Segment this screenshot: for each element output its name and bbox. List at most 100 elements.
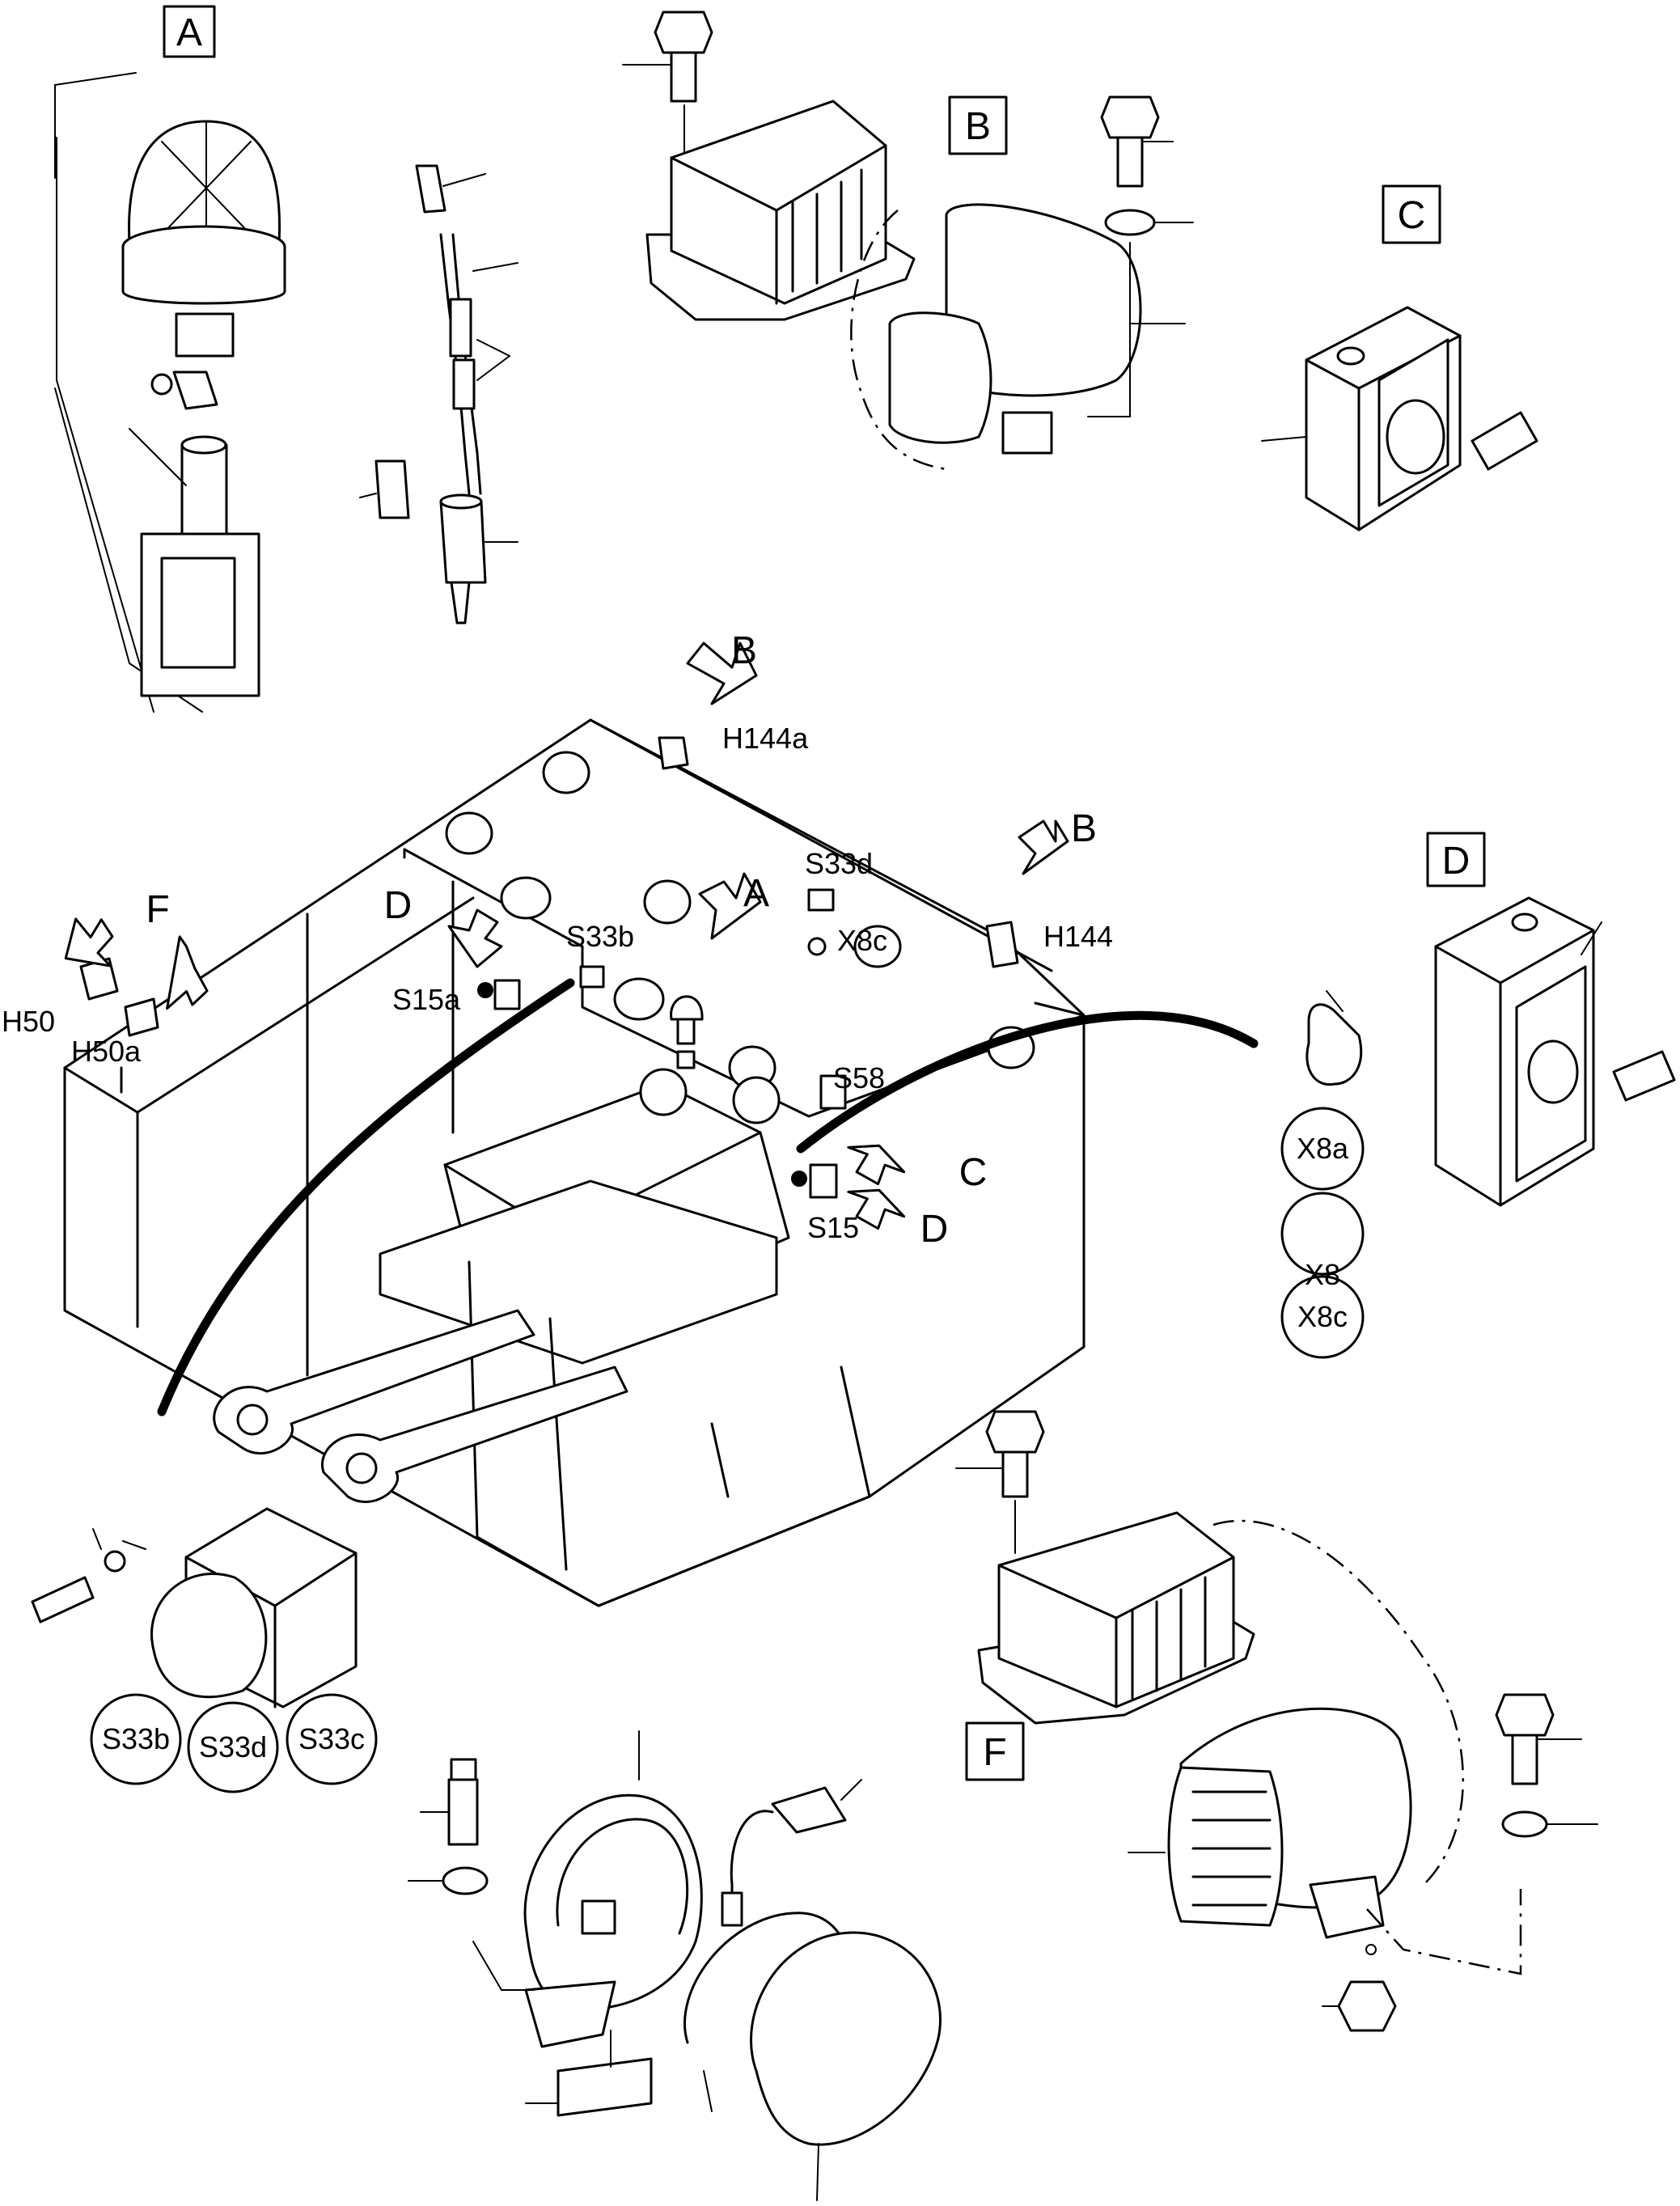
wing-nut-icon — [172, 370, 218, 410]
horn-body — [945, 203, 1142, 397]
s33c-circle — [286, 1693, 378, 1785]
pointer-label-c: C — [959, 1151, 988, 1194]
pointer-arrows — [64, 641, 1069, 1230]
detail-c-box — [1382, 184, 1441, 244]
label-h144a: H144a — [722, 722, 809, 755]
rotary-knob-icon — [1386, 399, 1445, 475]
bolt-icon — [654, 11, 713, 54]
x8c-label: X8c — [1297, 1300, 1348, 1333]
lift-arm — [321, 1366, 628, 1503]
bolt-icon — [447, 1778, 479, 1846]
s15-icon — [809, 1163, 838, 1199]
detail-d-box — [1426, 832, 1486, 887]
x8a-circle — [1280, 1107, 1365, 1191]
detail-f-box — [965, 1721, 1025, 1781]
s15a-indicator — [477, 982, 493, 998]
screw-icon — [1471, 411, 1538, 471]
roof-light — [643, 879, 692, 925]
detail-f-label: F — [983, 1731, 1006, 1774]
detail-b-box — [948, 95, 1008, 155]
x8c-icon — [807, 937, 827, 956]
detail-d-switch: D — [1426, 832, 1676, 1207]
pointer-label-f: F — [146, 888, 169, 931]
nut-icon — [1337, 1980, 1397, 2032]
washer-icon — [104, 1550, 126, 1573]
h144-icon — [985, 921, 1019, 968]
label-h50a: H50a — [71, 1035, 142, 1068]
pointer-c — [847, 1144, 906, 1186]
main-cab-frame — [63, 718, 1259, 1607]
beacon-mount — [175, 312, 235, 358]
detail-a-beacon: A — [54, 5, 518, 713]
label-s33d: S33d — [805, 847, 873, 880]
label-s15a: S15a — [392, 983, 461, 1016]
lift-arm — [213, 1309, 535, 1454]
pointer-a — [698, 872, 762, 940]
plug-icon — [375, 459, 410, 519]
pointer-f-2 — [166, 935, 209, 1010]
bolt-icon — [985, 1410, 1045, 1454]
s33d-variant-label: S33d — [199, 1730, 267, 1764]
work-light — [853, 925, 902, 968]
lamp-bracket — [1309, 1875, 1385, 1939]
pointer-label-b-top: B — [731, 629, 757, 672]
terminal-icon — [415, 164, 446, 214]
connector-icon — [1305, 1003, 1363, 1086]
pointer-label-b-right: B — [1071, 807, 1097, 850]
light-lens — [750, 1931, 942, 2146]
horn-bracket — [1001, 411, 1053, 455]
pointer-label-d-right: D — [920, 1208, 949, 1251]
detail-b-assembly: B — [622, 11, 1194, 471]
s33c-variant-label: S33c — [298, 1722, 365, 1755]
s15-indicator — [791, 1171, 807, 1187]
beacon-mini — [670, 995, 704, 1021]
switch-s33: S33b S33d S33c — [31, 1507, 378, 1793]
s33d-circle — [187, 1701, 279, 1793]
pointer-d-left — [447, 908, 503, 968]
relay-housing — [670, 100, 887, 305]
roof-light — [445, 811, 493, 855]
label-s15: S15 — [807, 1211, 859, 1244]
beacon-dome — [128, 120, 281, 244]
rotary-knob-icon — [1527, 1039, 1579, 1104]
work-lamp-front — [1167, 1766, 1284, 1927]
relay-housing — [997, 1511, 1235, 1708]
work-light-assembly — [408, 1730, 942, 2201]
beacon-base — [121, 247, 286, 305]
washer-icon — [442, 1866, 489, 1895]
bolt-icon — [1100, 95, 1160, 139]
work-light — [639, 1068, 688, 1116]
wire-sleeve — [449, 298, 472, 358]
s33b-icon — [579, 965, 605, 989]
x8-circle — [1280, 1192, 1365, 1276]
roof-light — [500, 876, 552, 920]
roof-light — [542, 751, 590, 794]
detail-a-box — [163, 5, 216, 58]
label-x8c: X8c — [837, 924, 887, 957]
switch-dome — [150, 1573, 268, 1699]
pointer-label-d-left: D — [384, 884, 413, 927]
label-s58: S58 — [833, 1061, 885, 1095]
pointer-label-a: A — [743, 872, 769, 915]
h50a-icon — [124, 997, 159, 1037]
bolt-icon — [1495, 1693, 1555, 1737]
detail-a-label: A — [176, 11, 202, 54]
detail-c-switch: C — [1261, 184, 1538, 531]
horn-front — [888, 311, 992, 444]
washer-icon — [1501, 1810, 1548, 1838]
mount-block — [556, 2057, 653, 2117]
light-mount — [524, 1980, 616, 2048]
washer-icon — [1104, 209, 1156, 236]
pointer-b-top — [686, 641, 758, 705]
label-h144: H144 — [1043, 920, 1113, 953]
pointer-b-right — [1018, 819, 1069, 875]
label-h50: H50 — [2, 1005, 55, 1038]
pointer-f-1 — [64, 917, 114, 968]
detail-b-label: B — [965, 105, 991, 148]
h144a-icon — [658, 736, 689, 770]
s58-icon — [819, 1074, 847, 1110]
pointer-d-right — [847, 1188, 906, 1230]
x8a-label: X8a — [1297, 1132, 1349, 1165]
detail-c-label: C — [1398, 194, 1426, 237]
